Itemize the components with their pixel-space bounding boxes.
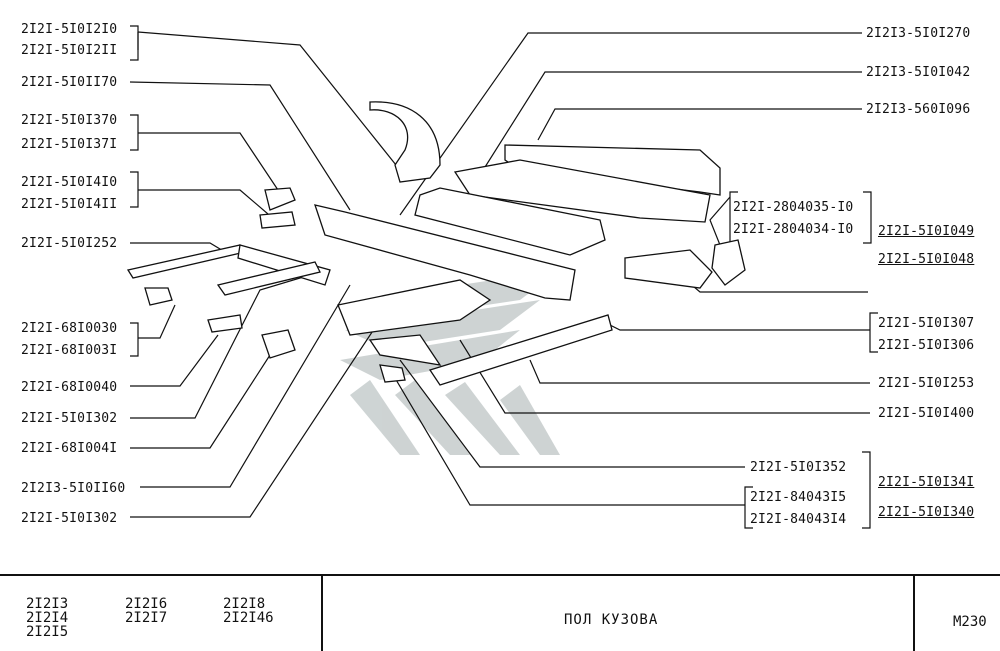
part-label-r4c: 2I2I-5I0I049 <box>878 224 975 239</box>
part-label-l5: 2I2I-5I0I252 <box>21 236 118 251</box>
part-label-l1a: 2I2I-5I0I2I0 <box>21 22 118 37</box>
center-frame-part <box>414 187 606 256</box>
tunnel-part <box>337 279 492 336</box>
part-label-r3: 2I2I3-560I096 <box>866 102 971 117</box>
part-label-r4b: 2I2I-2804034-I0 <box>733 222 854 237</box>
part-label-l2: 2I2I-5I0II70 <box>21 75 118 90</box>
parts <box>126 101 746 386</box>
exploded-floor-drawing <box>126 25 878 529</box>
sheet-code: M230 <box>953 614 987 630</box>
leader-lines <box>129 25 878 529</box>
part-label-r9b: 2I2I-84043I4 <box>750 512 847 527</box>
model-code: 2I2I46 <box>223 610 274 626</box>
right-bracket-part <box>711 239 746 286</box>
model-code: 2I2I6 <box>125 596 168 612</box>
part-label-l6a: 2I2I-68I0030 <box>21 321 118 336</box>
model-code: 2I2I8 <box>223 596 266 612</box>
part-label-r4a: 2I2I-2804035-I0 <box>733 200 854 215</box>
small-plate-part <box>144 287 173 306</box>
side-sill-part <box>428 314 613 386</box>
part-label-l6b: 2I2I-68I003I <box>21 343 118 358</box>
bracket-top-part <box>264 187 296 211</box>
model-list: 2I2I8 2I2I46 <box>223 597 274 625</box>
wheel-arch-part <box>369 101 441 183</box>
part-label-r7: 2I2I-5I0I400 <box>878 406 975 421</box>
rail-2-part <box>216 261 321 296</box>
part-label-r8: 2I2I-5I0I352 <box>750 460 847 475</box>
small-clip-part <box>379 364 406 383</box>
rear-bracket-part <box>624 249 713 289</box>
model-code: 2I2I5 <box>26 624 69 640</box>
sheet-title: ПОЛ КУЗОВА <box>564 612 659 628</box>
part-label-l10: 2I2I3-5I0II60 <box>21 481 126 496</box>
seat-crossbar-part <box>368 334 442 366</box>
long-rail-part <box>126 244 247 279</box>
part-label-l4a: 2I2I-5I0I4I0 <box>21 175 118 190</box>
cross-member-part <box>314 204 576 301</box>
part-label-l3a: 2I2I-5I0I370 <box>21 113 118 128</box>
part-label-r6: 2I2I-5I0I253 <box>878 376 975 391</box>
parts-diagram: 2I2I-5I0I2I0 2I2I-5I0I2II 2I2I-5I0II70 2… <box>21 22 975 529</box>
divider <box>321 576 323 651</box>
box-part <box>261 329 296 359</box>
small-bracket-part <box>207 314 243 333</box>
part-label-r2: 2I2I3-5I0I042 <box>866 65 971 80</box>
title-block: 2I2I3 2I2I4 2I2I5 2I2I6 2I2I7 2I2I8 2I2I… <box>0 574 1000 651</box>
part-label-l9: 2I2I-68I004I <box>21 441 118 456</box>
part-label-r9c: 2I2I-5I0I34I <box>878 475 975 490</box>
part-label-l11: 2I2I-5I0I302 <box>21 511 118 526</box>
part-label-l7: 2I2I-68I0040 <box>21 380 118 395</box>
model-code: 2I2I3 <box>26 596 69 612</box>
part-label-l4b: 2I2I-5I0I4II <box>21 197 118 212</box>
part-label-r9d: 2I2I-5I0I340 <box>878 505 975 520</box>
model-code: 2I2I4 <box>26 610 69 626</box>
part-label-r1: 2I2I3-5I0I270 <box>866 26 971 41</box>
bracket-lower-part <box>259 211 296 229</box>
model-list: 2I2I6 2I2I7 <box>125 597 167 625</box>
part-label-l3b: 2I2I-5I0I37I <box>21 137 118 152</box>
divider <box>913 576 915 651</box>
part-label-l1b: 2I2I-5I0I2II <box>21 43 118 58</box>
model-code: 2I2I7 <box>125 610 168 626</box>
model-list: 2I2I3 2I2I4 2I2I5 <box>26 597 68 639</box>
part-label-r5b: 2I2I-5I0I306 <box>878 338 975 353</box>
part-label-r5a: 2I2I-5I0I307 <box>878 316 975 331</box>
part-label-r9a: 2I2I-84043I5 <box>750 490 847 505</box>
part-label-r4d: 2I2I-5I0I048 <box>878 252 975 267</box>
part-label-l8: 2I2I-5I0I302 <box>21 411 118 426</box>
